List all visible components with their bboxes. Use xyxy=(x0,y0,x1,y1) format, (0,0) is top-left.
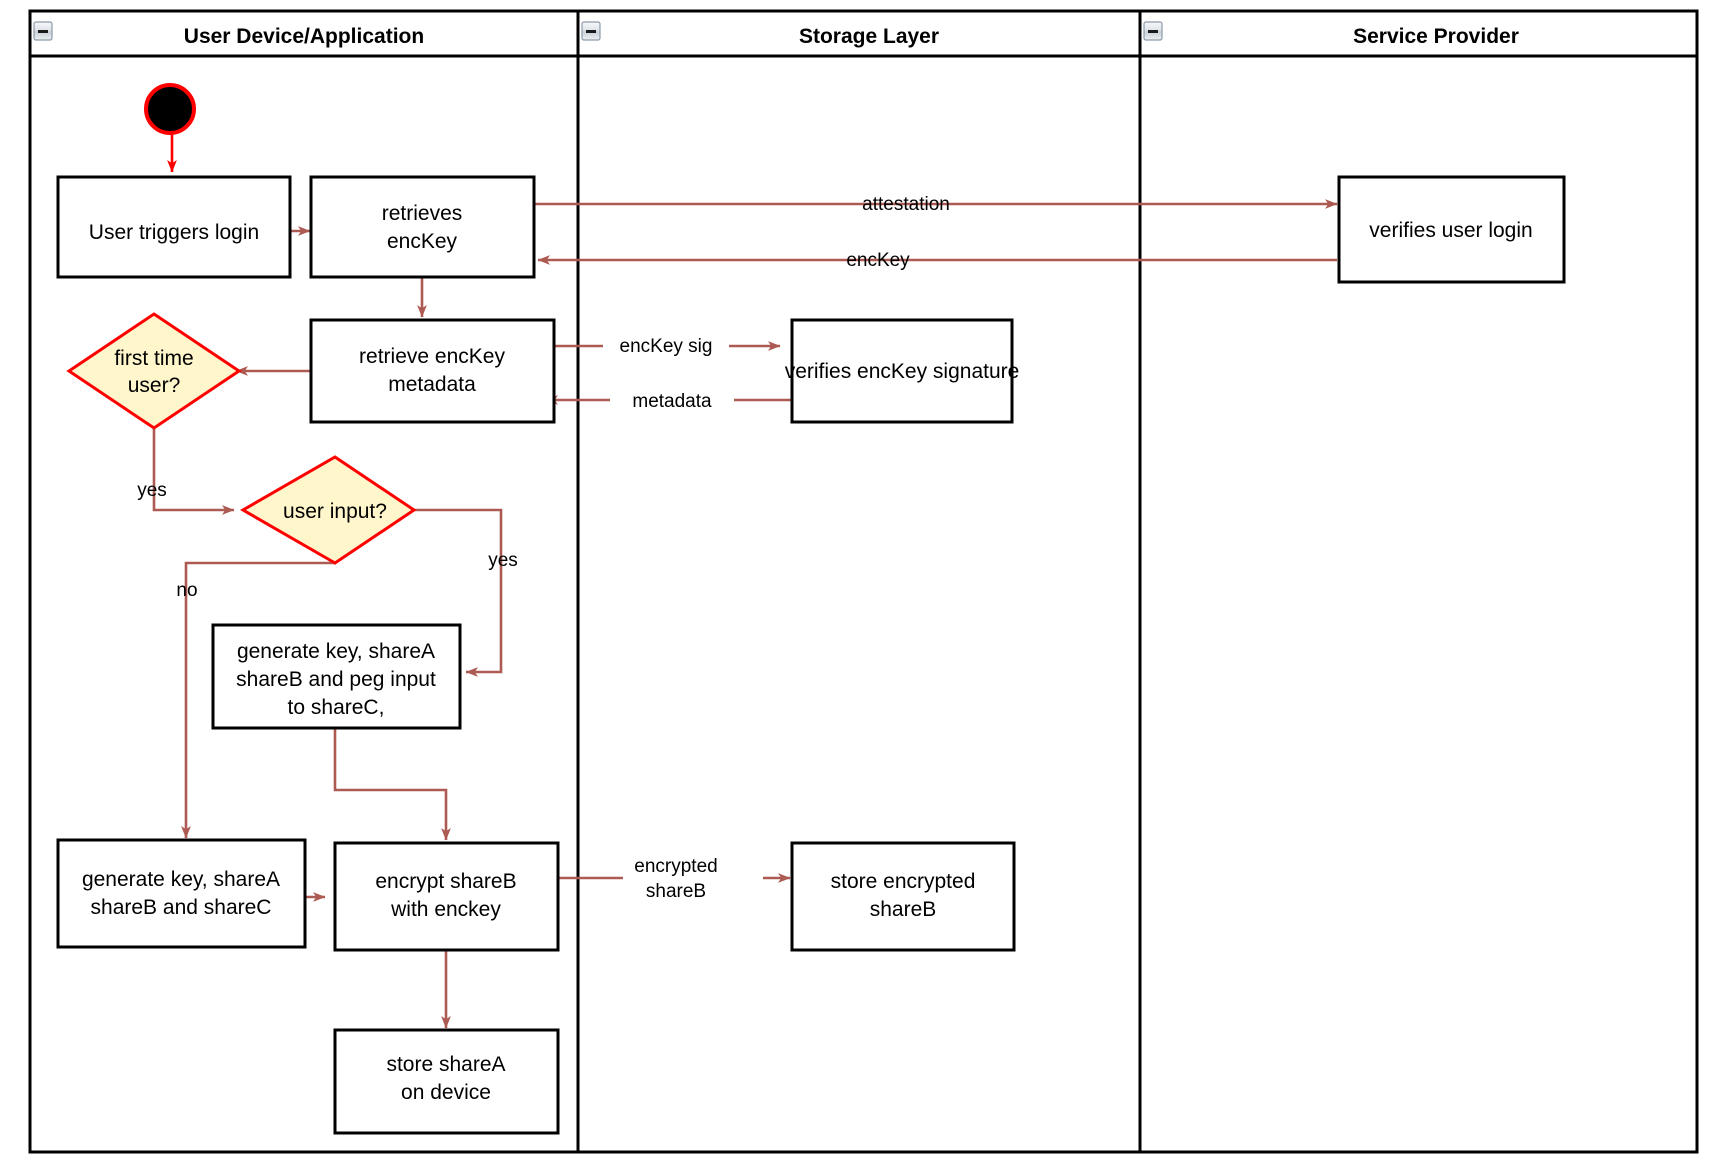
minus-icon[interactable] xyxy=(581,21,601,41)
edge-label-metadata: metadata xyxy=(632,391,712,412)
edge-label-encrypted-line1: encrypted xyxy=(634,856,717,877)
node-label-line1: first time xyxy=(114,347,193,370)
node-label-line1: encrypt shareB xyxy=(375,870,516,893)
node-first-time-user-decision[interactable]: first time user? xyxy=(66,312,242,430)
node-label-line2: encKey xyxy=(387,230,458,253)
node-label-line2: shareB and shareC xyxy=(91,896,272,919)
node-generate-abc[interactable]: generate key, shareA shareB and shareC xyxy=(56,838,307,949)
node-retrieves-enckey[interactable]: retrieves encKey xyxy=(309,175,536,279)
node-store-sharea[interactable]: store shareA on device xyxy=(333,1028,560,1135)
node-label: User triggers login xyxy=(89,221,259,244)
node-generate-peg[interactable]: generate key, shareA shareB and peg inpu… xyxy=(211,623,462,730)
edge-userinput-no xyxy=(181,561,335,839)
lane-title-service-provider: Service Provider xyxy=(1353,25,1519,48)
minus-icon[interactable] xyxy=(1143,21,1163,41)
node-label: user input? xyxy=(283,500,387,523)
edge-userinput-yes xyxy=(411,508,503,677)
edge-peg-to-encrypt xyxy=(333,728,451,841)
lane-title-user-device: User Device/Application xyxy=(184,25,424,48)
node-retrieve-enckey-metadata[interactable]: retrieve encKey metadata xyxy=(309,318,556,424)
node-label-line2: user? xyxy=(128,374,181,397)
node-label-line1: retrieves xyxy=(382,202,463,225)
node-user-triggers-login[interactable]: User triggers login xyxy=(56,175,292,279)
node-label-line2: on device xyxy=(401,1081,491,1104)
edge-label-yes-user-input: yes xyxy=(488,550,518,571)
label-backdrop xyxy=(610,387,734,412)
node-label: verifies encKey signature xyxy=(785,360,1020,383)
lane-header-storage[interactable]: Storage Layer xyxy=(581,21,939,48)
node-label-line3: to shareC, xyxy=(288,696,385,719)
label-backdrop xyxy=(603,333,729,358)
node-label-line1: retrieve encKey xyxy=(359,345,505,368)
node-label: verifies user login xyxy=(1369,219,1532,242)
node-label-line1: store shareA xyxy=(386,1053,505,1076)
node-label-line2: metadata xyxy=(388,373,476,396)
node-label-line2: shareB and peg input xyxy=(236,668,436,691)
minus-icon[interactable] xyxy=(33,21,53,41)
node-label-line1: generate key, shareA xyxy=(237,640,435,663)
label-backdrop xyxy=(623,846,763,900)
node-label-line1: generate key, shareA xyxy=(82,868,280,891)
node-verifies-user-login[interactable]: verifies user login xyxy=(1337,175,1566,284)
node-label-line2: shareB xyxy=(870,898,937,921)
edge-label-encrypted-line2: shareB xyxy=(646,881,706,902)
node-label-line2: with enckey xyxy=(390,898,501,921)
node-user-input-decision[interactable]: user input? xyxy=(239,455,417,565)
edge-label-attestation: attestation xyxy=(862,194,950,215)
lane-header-user-device[interactable]: User Device/Application xyxy=(33,21,424,48)
lane-title-storage: Storage Layer xyxy=(799,25,939,48)
node-label-line1: store encrypted xyxy=(831,870,976,893)
edge-label-no-user-input: no xyxy=(176,580,197,601)
node-verifies-enckey-signature[interactable]: verifies encKey signature xyxy=(785,318,1020,424)
node-encrypt-shareb[interactable]: encrypt shareB with enckey xyxy=(333,841,560,952)
node-store-encrypted-shareb[interactable]: store encrypted shareB xyxy=(790,841,1016,952)
edge-label-enckey: encKey xyxy=(846,250,910,271)
lane-header-service-provider[interactable]: Service Provider xyxy=(1143,21,1519,48)
edge-label-yes-first-time: yes xyxy=(137,480,167,501)
initial-node xyxy=(144,83,196,135)
edge-firsttime-yes xyxy=(152,411,235,515)
edge-label-enckey-sig-fg: encKey sig xyxy=(620,336,713,357)
